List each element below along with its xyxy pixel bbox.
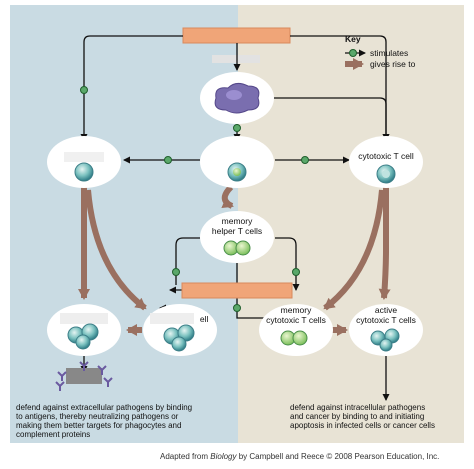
key-stimulates: stimulates <box>370 48 408 58</box>
memory-helper-label-2: helper T cells <box>212 226 262 236</box>
cell-mediated-outcome-text: defend against intracellular pathogens a… <box>290 403 435 430</box>
b-cell-label-box <box>181 282 293 299</box>
humoral-line-1: defend against extracellular pathogens b… <box>16 403 192 412</box>
humoral-line-2: to antigens, thereby neutralizing pathog… <box>16 412 179 421</box>
b-cell-oval <box>47 136 121 188</box>
cytotoxic-t-cell-label: cytotoxic T cell <box>358 151 414 161</box>
key-gives-rise-to: gives rise to <box>370 59 416 69</box>
apc-oval <box>200 72 274 124</box>
memory-helper-label-1: memory <box>222 216 253 226</box>
antigen-label-box <box>182 27 291 44</box>
apc-label-box <box>212 55 260 63</box>
helper-t-cell-oval <box>200 136 274 188</box>
stimulate-dots <box>80 86 309 312</box>
gives-rise-arrows <box>78 184 391 336</box>
credit-suffix: by Campbell and Reece © 2008 Pearson Edu… <box>237 452 440 461</box>
memory-cytotoxic-t-cells-oval: memory cytotoxic T cells <box>259 304 333 356</box>
humoral-outcome-text: defend against extracellular pathogens b… <box>16 403 192 439</box>
antibodies-illustration <box>55 361 113 391</box>
cell-mediated-line-2: and cancer by binding to and initiating <box>290 412 424 421</box>
cell-mediated-line-3: apoptosis in infected cells or cancer ce… <box>290 421 435 430</box>
cytotoxic-t-cell-oval: cytotoxic T cell <box>349 136 423 188</box>
plasma-cell-label-blank <box>60 313 108 324</box>
memory-b-label-blank <box>150 313 194 324</box>
cell-mediated-panel <box>238 5 464 443</box>
key-legend: Key stimulates gives rise to <box>345 34 416 70</box>
active-cytotoxic-t-cells-oval: active cytotoxic T cells <box>349 304 423 356</box>
humoral-panel <box>10 5 238 443</box>
cell-mediated-line-1: defend against intracellular pathogens <box>290 403 425 412</box>
memory-helper-t-cells-oval: memory helper T cells <box>200 211 274 263</box>
active-cytotoxic-label-1: active <box>375 305 397 315</box>
humoral-line-4: complement proteins <box>16 430 90 439</box>
active-cytotoxic-label-2: cytotoxic T cells <box>356 315 416 325</box>
key-title: Key <box>345 34 361 44</box>
memory-cytotoxic-label-2: cytotoxic T cells <box>266 315 326 325</box>
credit-line: Adapted from Biology by Campbell and Ree… <box>160 452 439 461</box>
plasma-cells-oval <box>47 304 121 356</box>
memory-cytotoxic-label-1: memory <box>281 305 312 315</box>
memory-b-cells-oval: B cell <box>143 304 217 356</box>
humoral-line-3: making them better targets for phagocyte… <box>16 421 181 430</box>
credit-prefix: Adapted from <box>160 452 210 461</box>
stimulates-dot-icon <box>349 49 357 57</box>
b-cell-label-blank <box>64 152 104 162</box>
credit-book: Biology <box>210 452 237 461</box>
